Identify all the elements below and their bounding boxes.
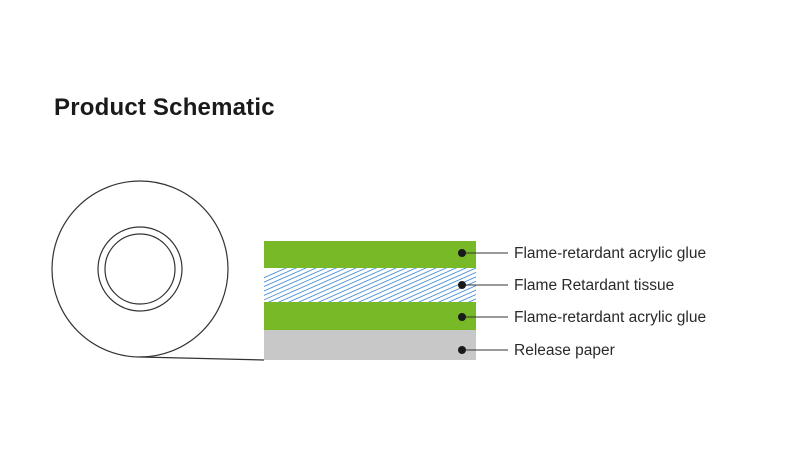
tape-roll-icon [51,180,265,361]
tissue-hatch-line [337,268,418,302]
tissue-hatch-line [327,268,408,302]
bullet-dot-icon [458,346,466,354]
tissue-hatch-line [347,268,428,302]
callout-tissue: Flame Retardant tissue [458,277,674,294]
tissue-hatch-line [297,268,378,302]
tissue-hatch-line [437,285,476,302]
layer-release-paper [264,330,476,360]
tissue-hatch-line [264,268,318,292]
layer-stack [264,241,476,360]
tissue-hatch-line [307,268,388,302]
layer-callouts: Flame-retardant acrylic glue Flame Retar… [458,245,706,359]
callout-release-paper: Release paper [458,342,615,359]
tissue-hatch-line [264,268,298,283]
tissue-hatch-line [264,268,338,301]
callout-glue-bottom: Flame-retardant acrylic glue [458,309,706,326]
tissue-hatch-line [377,268,458,302]
tissue-hatch-line [264,268,288,279]
tissue-hatch-line [267,268,348,302]
page-title: Product Schematic [54,94,275,121]
tissue-hatch-line [317,268,398,302]
tissue-hatch-line [397,268,476,302]
tissue-hatch-line [387,268,468,302]
tissue-hatch-line [277,268,358,302]
tissue-hatch-line [367,268,448,302]
layer-label-tissue: Flame Retardant tissue [514,277,674,294]
tape-unroll-line [139,356,265,361]
layer-label-glue-top: Flame-retardant acrylic glue [514,245,706,262]
callout-glue-top: Flame-retardant acrylic glue [458,245,706,262]
tissue-hatch-pattern [264,268,476,302]
layer-label-release-paper: Release paper [514,342,615,359]
tissue-hatch-line [407,271,476,302]
layer-tissue [264,268,476,302]
tissue-hatch-line [264,268,308,288]
layer-label-glue-bottom: Flame-retardant acrylic glue [514,309,706,326]
tissue-hatch-line [357,268,438,302]
tissue-hatch-line [287,268,368,302]
bullet-dot-icon [458,313,466,321]
tissue-hatch-line [457,294,476,302]
tissue-hatch-line [447,289,476,302]
tissue-hatch-line [417,276,476,302]
tissue-hatch-line [467,298,476,302]
layer-glue-bottom [264,302,476,330]
tissue-hatch-line [264,268,328,296]
layer-glue-top [264,241,476,268]
bullet-dot-icon [458,281,466,289]
bullet-dot-icon [458,249,466,257]
roll-core-inner [104,233,176,305]
